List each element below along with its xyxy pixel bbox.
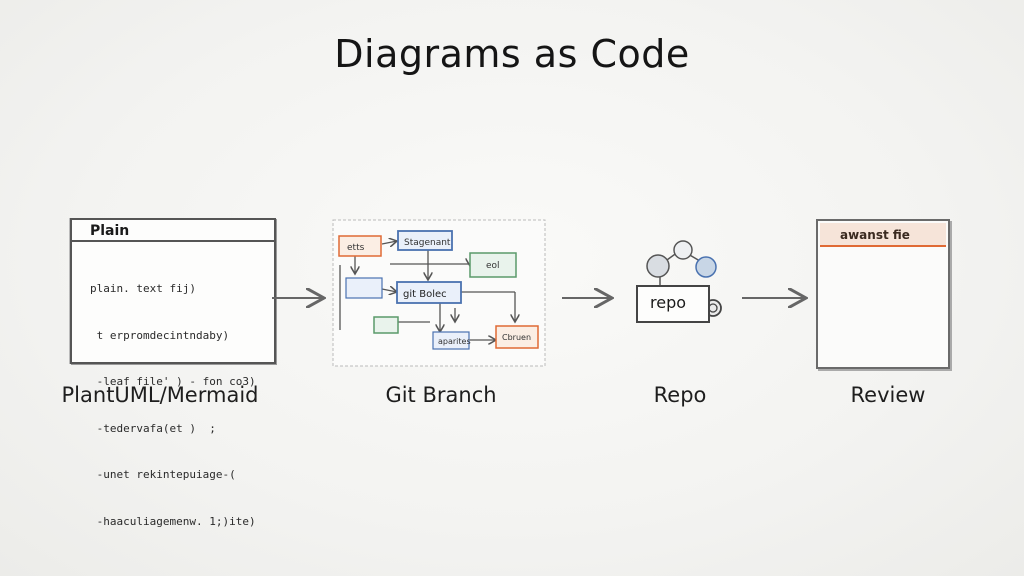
repo-node-icon — [646, 254, 670, 278]
repo-node-icon — [695, 256, 717, 278]
plain-card-line: plain. text fij) — [90, 282, 196, 295]
branch-node-git-bolec — [396, 281, 462, 304]
plain-text-card: Plain plain. text fij) t erpromdecintnda… — [70, 218, 276, 528]
repo-node-icon — [673, 240, 693, 260]
branch-node-label: etts — [347, 243, 365, 253]
plain-card-line: -haaculiagemenw. 1;)ite) — [90, 514, 256, 528]
branch-node-aparites — [432, 331, 470, 350]
repo-box: repo — [636, 285, 710, 323]
stage-label-git-branch: Git Branch — [385, 383, 497, 407]
review-card: awanst fie — [816, 219, 950, 369]
branch-node-green-small — [373, 316, 399, 334]
plain-card-header: Plain — [72, 220, 274, 242]
plain-card-line: -leaf file' ) - fon co3) — [90, 375, 256, 388]
page-title: Diagrams as Code — [334, 32, 690, 76]
branch-node-label: eol — [486, 261, 500, 271]
branch-node-label: aparites — [438, 337, 471, 346]
branch-node-stagenant — [397, 230, 453, 251]
branch-connectors — [339, 241, 515, 340]
branch-node-etts — [338, 235, 382, 257]
stage-label-repo: Repo — [653, 383, 707, 407]
branch-node-small — [345, 277, 383, 299]
branch-node-cbruen — [495, 325, 539, 349]
branch-node-eol — [469, 252, 517, 278]
plain-card-line: -tedervafa(et ) ; — [90, 421, 216, 435]
plain-card-line: t erpromdecintndaby) — [90, 328, 230, 342]
stage-label-review: Review — [850, 383, 926, 407]
stage-label-plantuml: PlantUML/Mermaid — [61, 383, 259, 407]
plain-card-lines: plain. text fij) t erpromdecintndaby) -l… — [72, 242, 274, 560]
branch-node-label: Cbruen — [502, 333, 531, 342]
review-card-header: awanst fie — [820, 223, 946, 247]
plain-card-line: -unet rekintepuiage-( — [90, 468, 236, 481]
branch-node-label: Stagenant — [404, 238, 451, 248]
branch-node-label: git Bolec — [403, 289, 447, 300]
